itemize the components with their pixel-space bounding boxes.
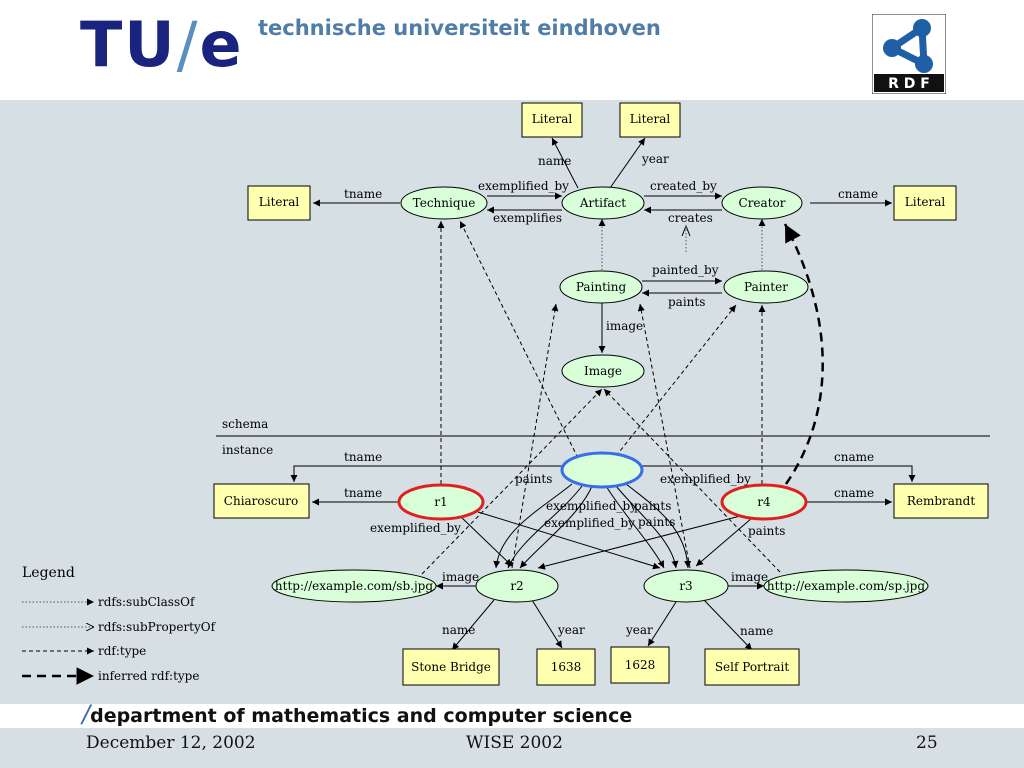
svg-text:r1: r1 <box>434 495 447 509</box>
svg-text:Self Portrait: Self Portrait <box>715 660 790 674</box>
node-literal-left: Literal <box>247 185 311 221</box>
schema-label: schema <box>222 417 268 431</box>
footer-bar <box>0 728 1024 768</box>
edge-label: creates <box>668 211 713 225</box>
tue-logo: TU/e <box>80 8 244 81</box>
svg-text:r2: r2 <box>510 579 523 593</box>
node-painter: Painter <box>723 270 809 304</box>
edge-label: exemplified_by <box>370 521 461 535</box>
node-1638: 1638 <box>536 648 596 686</box>
node-literal-right: Literal <box>893 185 957 221</box>
legend-title: Legend <box>22 565 75 581</box>
node-sb-jpg: http://example.com/sb.jpg <box>271 569 437 603</box>
legend-item: rdfs:subPropertyOf <box>98 620 217 634</box>
edge-label: painted_by <box>652 263 719 277</box>
node-artifact: Artifact <box>561 186 645 220</box>
instance-label: instance <box>222 443 273 457</box>
department-name: /department of mathematics and computer … <box>82 700 633 728</box>
edge-label: paints <box>748 524 785 538</box>
node-1628: 1628 <box>610 646 670 684</box>
legend-item: rdfs:subClassOf <box>98 595 196 609</box>
node-r3: r3 <box>643 569 729 603</box>
svg-text:Literal: Literal <box>259 195 300 209</box>
edge-label: cname <box>834 486 874 500</box>
edge-label: tname <box>344 450 382 464</box>
svg-text:Painter: Painter <box>744 280 788 294</box>
node-self-portrait: Self Portrait <box>704 648 800 686</box>
slide-header: TU/e technische universiteit eindhoven R… <box>0 0 1024 100</box>
svg-text:Artifact: Artifact <box>579 196 626 210</box>
svg-text:Image: Image <box>584 364 622 378</box>
edge-label: tname <box>344 486 382 500</box>
edge-label: exemplified_by <box>478 179 569 193</box>
page-number: 25 <box>916 733 938 753</box>
edge-label: created_by <box>650 179 717 193</box>
footer-date: December 12, 2002 <box>86 733 256 753</box>
edge-label: paints <box>634 499 671 513</box>
edge-label: exemplifies <box>493 211 562 225</box>
node-sp-jpg: http://example.com/sp.jpg <box>763 569 929 603</box>
edge-label: year <box>641 152 669 166</box>
svg-text:1638: 1638 <box>551 660 582 674</box>
node-rembrandt: Rembrandt <box>893 483 989 519</box>
edge-label: paints <box>638 515 675 529</box>
legend-item: rdf:type <box>98 644 146 658</box>
svg-text:Literal: Literal <box>905 195 946 209</box>
edge-label: tname <box>344 187 382 201</box>
svg-text:1628: 1628 <box>625 658 656 672</box>
edge-label: paints <box>515 472 552 486</box>
legend-item: inferred rdf:type <box>98 669 199 683</box>
node-stone-bridge: Stone Bridge <box>402 648 500 686</box>
node-literal-top1: Literal <box>521 102 583 138</box>
edge-label: cname <box>834 450 874 464</box>
node-blank <box>560 451 644 489</box>
edge-label: name <box>538 154 571 168</box>
svg-text:Chiaroscuro: Chiaroscuro <box>224 494 298 508</box>
rdf-logo-text: R D F <box>888 76 930 92</box>
node-technique: Technique <box>400 186 488 220</box>
edge-label: exemplified_by <box>544 516 635 530</box>
svg-text:r3: r3 <box>679 579 692 593</box>
rdf-diagram: schema instance Literal Literal Literal … <box>22 102 990 686</box>
node-literal-top2: Literal <box>619 102 681 138</box>
edge-label: name <box>740 624 773 638</box>
svg-text:Rembrandt: Rembrandt <box>907 494 975 508</box>
edge-label: exemplified_by <box>546 499 637 513</box>
edge-label: image <box>442 570 479 584</box>
legend: Legend rdfs:subClassOf rdfs:subPropertyO… <box>22 565 217 685</box>
node-r1: r1 <box>397 483 485 521</box>
node-chiaroscuro: Chiaroscuro <box>213 483 310 519</box>
edge-label: name <box>442 623 475 637</box>
svg-text:Creator: Creator <box>739 196 786 210</box>
edge-label: exemplified_by <box>660 472 751 486</box>
svg-text:Literal: Literal <box>630 112 671 126</box>
diagram-area: schema instance Literal Literal Literal … <box>0 100 1024 704</box>
edge-label: year <box>625 623 653 637</box>
svg-text:Painting: Painting <box>576 280 627 294</box>
edge-label: paints <box>668 295 705 309</box>
edge-label: image <box>606 319 643 333</box>
edge-label: image <box>731 570 768 584</box>
edge-label: cname <box>838 187 878 201</box>
edge-label: year <box>557 623 585 637</box>
svg-text:http://example.com/sb.jpg: http://example.com/sb.jpg <box>275 579 433 593</box>
node-painting: Painting <box>559 270 643 304</box>
rdf-logo-icon: R D F <box>872 14 946 94</box>
svg-text:r4: r4 <box>757 495 771 509</box>
node-image: Image <box>561 354 645 388</box>
svg-text:Stone Bridge: Stone Bridge <box>411 660 491 674</box>
node-r2: r2 <box>475 569 559 603</box>
node-r4: r4 <box>720 483 808 521</box>
svg-text:http://example.com/sp.jpg: http://example.com/sp.jpg <box>767 579 925 593</box>
footer-conference: WISE 2002 <box>466 733 563 753</box>
node-creator: Creator <box>721 186 803 220</box>
svg-text:Technique: Technique <box>413 196 476 210</box>
university-name: technische universiteit eindhoven <box>258 16 661 40</box>
svg-text:Literal: Literal <box>532 112 573 126</box>
